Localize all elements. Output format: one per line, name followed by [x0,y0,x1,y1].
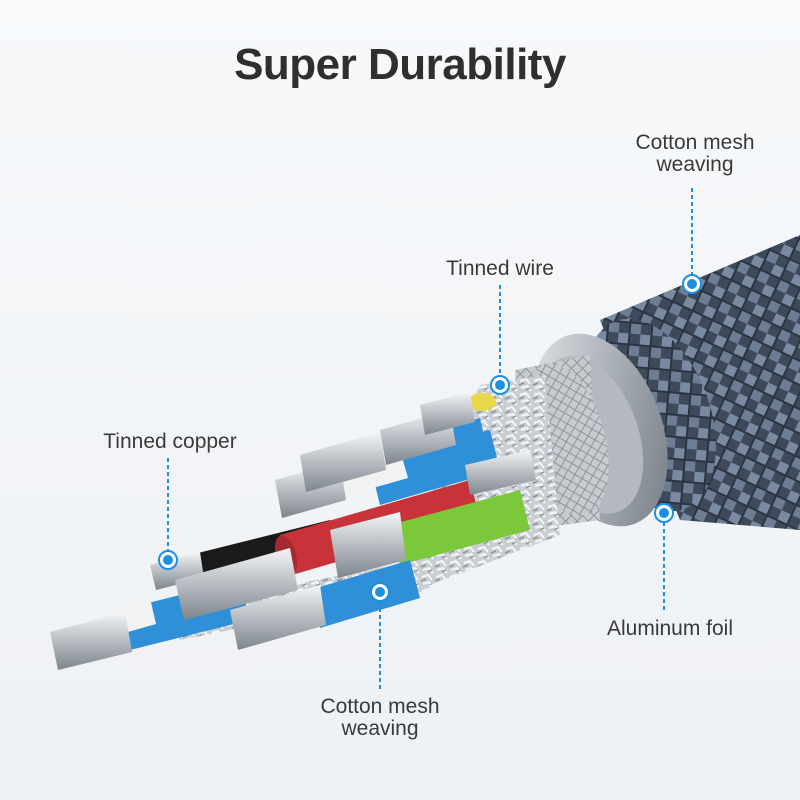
label-tinned-copper: Tinned copper [103,430,237,453]
label-aluminum-foil: Aluminum foil [606,617,734,640]
wire-green [390,490,530,565]
label-line: weaving [341,717,419,740]
wire-blue-mid [310,560,420,628]
label-line: Cotton mesh [320,695,440,718]
callout-tinned-copper [158,458,178,570]
label-cotton-mesh-bottom: Cotton mesh weaving [295,696,465,740]
label-line: Cotton mesh [635,131,755,154]
callout-cotton-top [682,188,702,294]
page-title: Super Durability [234,40,566,89]
callout-cotton-bottom [370,582,390,690]
callout-tinned-wire [490,285,510,395]
label-cotton-mesh-top: Cotton mesh weaving [610,132,780,176]
label-tinned-wire: Tinned wire [446,257,554,280]
wire-yellow [468,393,496,411]
callout-aluminum-foil [654,503,674,612]
label-line: weaving [656,153,734,176]
